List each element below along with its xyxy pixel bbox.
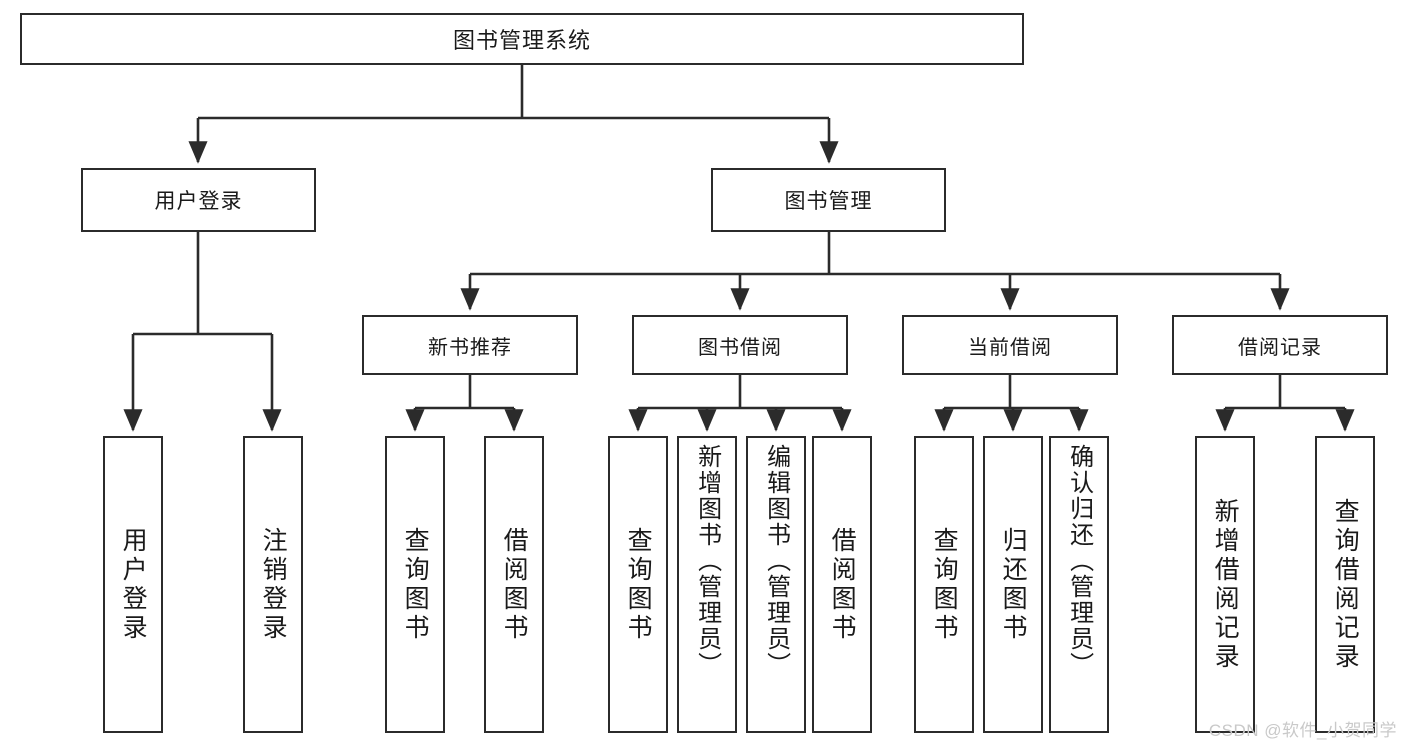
node-leaf-query-record[interactable]: 查询借阅记录: [1315, 436, 1375, 733]
node-label: 新增借阅记录: [1211, 497, 1240, 672]
node-label: 当前借阅: [968, 336, 1052, 359]
node-root-system[interactable]: 图书管理系统: [20, 13, 1024, 65]
node-label: 查询图书: [624, 526, 653, 643]
node-label: 用户登录: [154, 190, 243, 213]
node-label: 编辑图书（管理员）: [762, 444, 790, 678]
csdn-watermark: CSDN @软件_小贺同学: [1208, 721, 1397, 740]
node-label: 查询借阅记录: [1331, 497, 1360, 672]
node-leaf-user-login[interactable]: 用户登录: [103, 436, 163, 733]
node-leaf-query-book-3[interactable]: 查询图书: [914, 436, 974, 733]
node-label: 查询图书: [930, 526, 959, 643]
node-label: 图书借阅: [698, 336, 782, 359]
node-label: 新书推荐: [428, 336, 512, 359]
node-leaf-borrow-book-2[interactable]: 借阅图书: [812, 436, 872, 733]
node-label: 图书管理: [784, 190, 873, 213]
node-label: 查询图书: [401, 526, 430, 643]
node-leaf-borrow-book-1[interactable]: 借阅图书: [484, 436, 544, 733]
node-leaf-query-book-2[interactable]: 查询图书: [608, 436, 668, 733]
node-user-login[interactable]: 用户登录: [81, 168, 316, 232]
node-leaf-logout[interactable]: 注销登录: [243, 436, 303, 733]
node-book-management[interactable]: 图书管理: [711, 168, 946, 232]
node-leaf-edit-book[interactable]: 编辑图书（管理员）: [746, 436, 806, 733]
node-book-borrow[interactable]: 图书借阅: [632, 315, 848, 375]
node-leaf-query-book-1[interactable]: 查询图书: [385, 436, 445, 733]
node-leaf-add-record[interactable]: 新增借阅记录: [1195, 436, 1255, 733]
node-label: 借阅记录: [1238, 336, 1322, 359]
node-label: 新增图书（管理员）: [693, 444, 721, 678]
node-leaf-add-book[interactable]: 新增图书（管理员）: [677, 436, 737, 733]
node-label: 注销登录: [259, 526, 288, 643]
node-leaf-return-book[interactable]: 归还图书: [983, 436, 1043, 733]
node-leaf-confirm-return[interactable]: 确认归还（管理员）: [1049, 436, 1109, 733]
node-label: 图书管理系统: [452, 28, 591, 53]
node-current-borrow[interactable]: 当前借阅: [902, 315, 1118, 375]
node-label: 借阅图书: [828, 526, 857, 643]
node-label: 借阅图书: [500, 526, 529, 643]
node-label: 用户登录: [119, 526, 148, 643]
node-label: 确认归还（管理员）: [1065, 444, 1093, 678]
node-new-book-recommend[interactable]: 新书推荐: [362, 315, 578, 375]
node-borrow-record[interactable]: 借阅记录: [1172, 315, 1388, 375]
node-label: 归还图书: [999, 526, 1028, 643]
